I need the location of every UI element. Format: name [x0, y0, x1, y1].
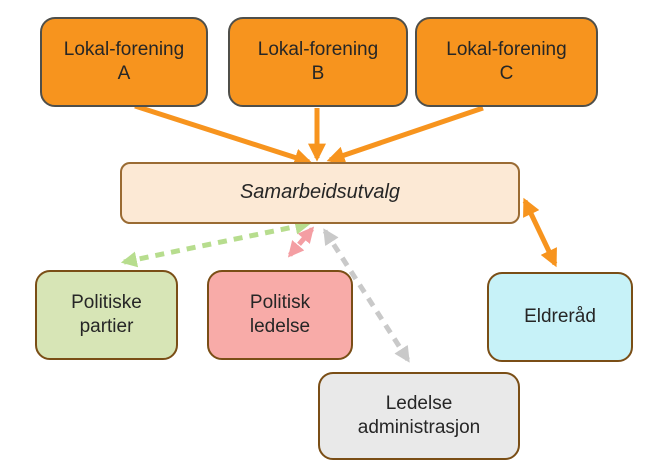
node-ledelse-administrasjon: Ledelse administrasjon	[318, 372, 520, 460]
node-lokal-forening-a: Lokal-forening A	[40, 17, 208, 107]
node-label-line: C	[499, 63, 514, 84]
node-label-line: Lokal-forening	[446, 38, 567, 60]
node-label-line: B	[311, 63, 325, 84]
node-label-line: Ledelse	[385, 392, 453, 414]
node-label-line: Politiske	[71, 291, 142, 313]
node-eldrerad: Eldreråd	[487, 272, 633, 362]
connector-samarbeidsutvalg-eldrerad	[522, 197, 558, 268]
connector-lokal-a-samarbeidsutvalg	[134, 103, 313, 167]
connector-samarbeidsutvalg-politiske-partier	[120, 218, 312, 268]
node-lokal-forening-b: Lokal-forening B	[228, 17, 408, 107]
node-label-line: ledelse	[249, 316, 311, 337]
node-label-line: administrasjon	[357, 417, 481, 438]
node-politisk-ledelse: Politisk ledelse	[207, 270, 353, 360]
node-label-line: A	[117, 63, 131, 84]
node-politiske-partier: Politiske partier	[35, 270, 178, 360]
node-samarbeidsutvalg: Samarbeidsutvalg	[120, 162, 520, 224]
node-label-line: partier	[79, 316, 134, 337]
node-label-line: Politisk	[249, 291, 311, 313]
node-label-line: Lokal-forening	[63, 38, 185, 60]
connector-samarbeidsutvalg-politisk-ledelse	[287, 226, 315, 258]
node-label: Samarbeidsutvalg	[239, 181, 401, 204]
connector-lokal-c-samarbeidsutvalg	[326, 105, 484, 164]
node-label-line: Lokal-forening	[257, 38, 379, 60]
node-lokal-forening-c: Lokal-forening C	[415, 17, 598, 107]
node-label: Eldreråd	[524, 305, 596, 327]
